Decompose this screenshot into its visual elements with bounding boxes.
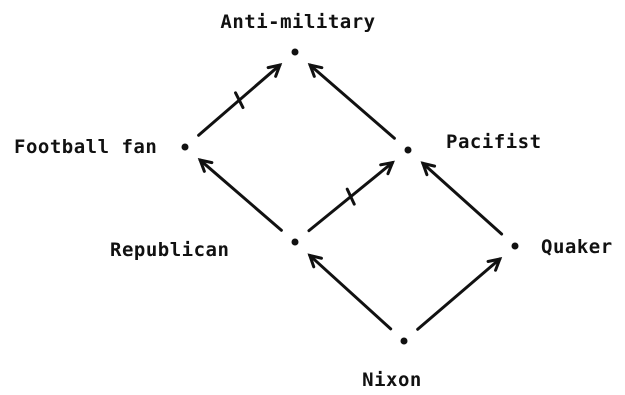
negation-tick-icon: [234, 91, 245, 110]
edge-football-fan-to-anti-military: [197, 63, 283, 137]
node-dot-football-fan: [181, 143, 189, 151]
edge-nixon-to-quaker: [416, 256, 503, 331]
edge-line: [198, 158, 283, 232]
edge-republican-to-football-fan: [197, 158, 283, 232]
edges-layer: [197, 63, 504, 331]
edge-nixon-to-republican: [307, 253, 393, 331]
node-dot-anti-military: [291, 48, 299, 56]
arrowhead-icon: [307, 63, 324, 78]
node-label-anti-military: Anti-military: [220, 11, 375, 33]
arrowhead-icon: [486, 256, 503, 272]
node-dot-nixon: [400, 337, 408, 345]
arrowhead-icon: [420, 161, 437, 177]
edge-line: [308, 63, 396, 140]
edge-line: [308, 253, 393, 331]
arrowhead-icon: [307, 253, 323, 269]
node-label-quaker: Quaker: [541, 236, 613, 258]
node-dot-quaker: [511, 242, 519, 250]
node-label-football-fan: Football fan: [14, 136, 157, 158]
edge-quaker-to-pacifist: [420, 161, 504, 236]
arrowhead-icon: [197, 158, 214, 173]
node-label-nixon: Nixon: [362, 369, 422, 391]
edge-pacifist-to-anti-military: [307, 63, 396, 140]
nodes-layer: [181, 48, 519, 345]
arrowhead-icon: [266, 63, 283, 78]
edge-line: [416, 257, 502, 331]
edge-republican-to-pacifist: [307, 160, 395, 233]
node-label-republican: Republican: [110, 239, 229, 261]
node-dot-pacifist: [404, 146, 412, 154]
node-label-pacifist: Pacifist: [446, 131, 542, 153]
node-dot-republican: [291, 238, 299, 246]
arrowhead-icon: [379, 160, 395, 176]
edge-line: [421, 161, 504, 236]
negation-tick-icon: [345, 187, 356, 206]
